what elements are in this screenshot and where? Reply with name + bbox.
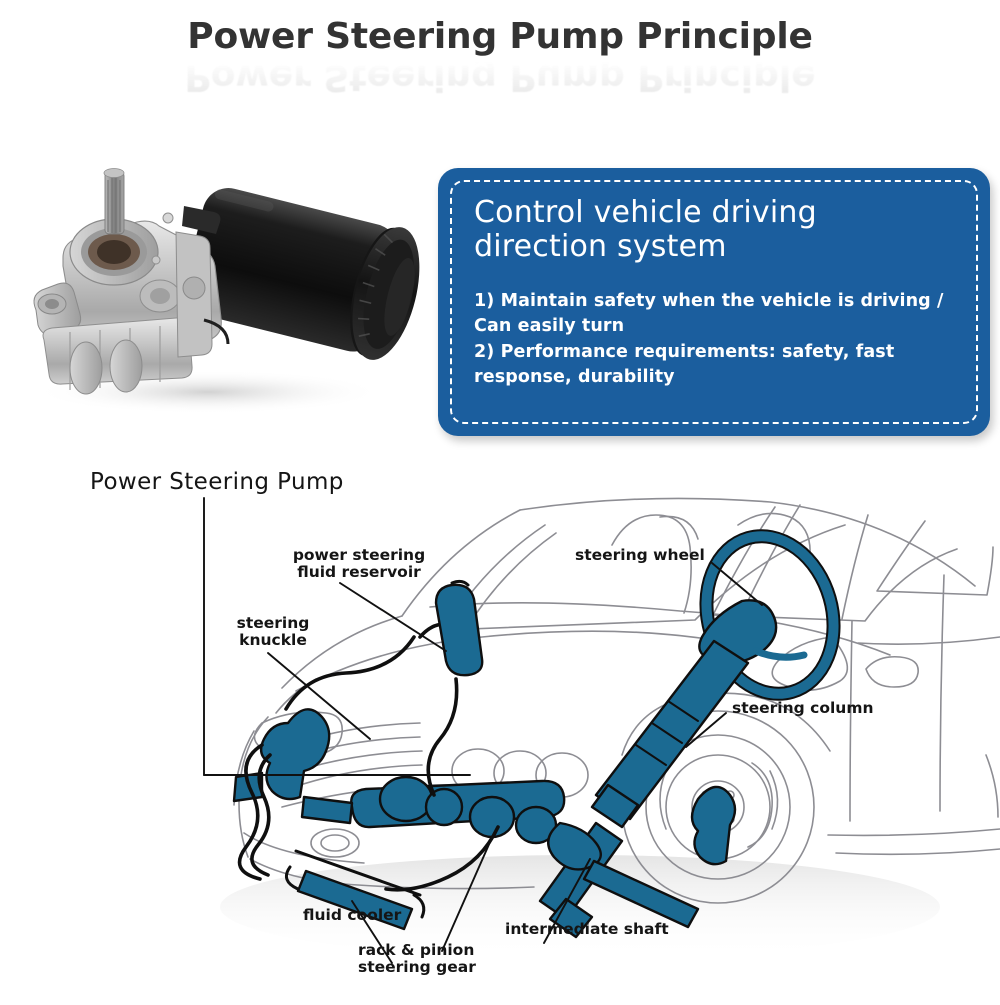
label-intermediate-shaft: intermediate shaft xyxy=(505,920,669,938)
info-callout-item-1: 1) Maintain safety when the vehicle is d… xyxy=(474,291,944,337)
steering-system-diagram: Power Steering Pump power steering fluid… xyxy=(0,455,1000,1000)
page-title-reflection: Power Steering Pump Principle xyxy=(184,56,816,98)
page-title: Power Steering Pump Principle xyxy=(187,16,813,57)
info-callout-heading: Control vehicle driving direction system xyxy=(474,195,817,264)
diagram-title-label: Power Steering Pump xyxy=(90,469,344,495)
label-power-steering-fluid-reservoir: power steering fluid reservoir xyxy=(292,546,426,582)
info-callout-dashed-frame: Control vehicle driving direction system… xyxy=(450,180,978,424)
label-steering-column: steering column xyxy=(732,699,874,717)
info-callout-box: Control vehicle driving direction system… xyxy=(438,168,990,436)
label-rack-and-pinion-steering-gear: rack & pinion steering gear xyxy=(358,941,476,977)
info-callout-item-2: 2) Performance requirements: safety, fas… xyxy=(474,341,895,387)
label-steering-wheel: steering wheel xyxy=(575,546,705,564)
info-callout-body: 1) Maintain safety when the vehicle is d… xyxy=(474,289,958,389)
label-steering-knuckle: steering knuckle xyxy=(236,614,310,650)
power-steering-pump-photo xyxy=(8,140,428,430)
page-title-block: Power Steering Pump Principle Power Stee… xyxy=(0,16,1000,98)
label-fluid-cooler: fluid cooler xyxy=(303,906,402,924)
